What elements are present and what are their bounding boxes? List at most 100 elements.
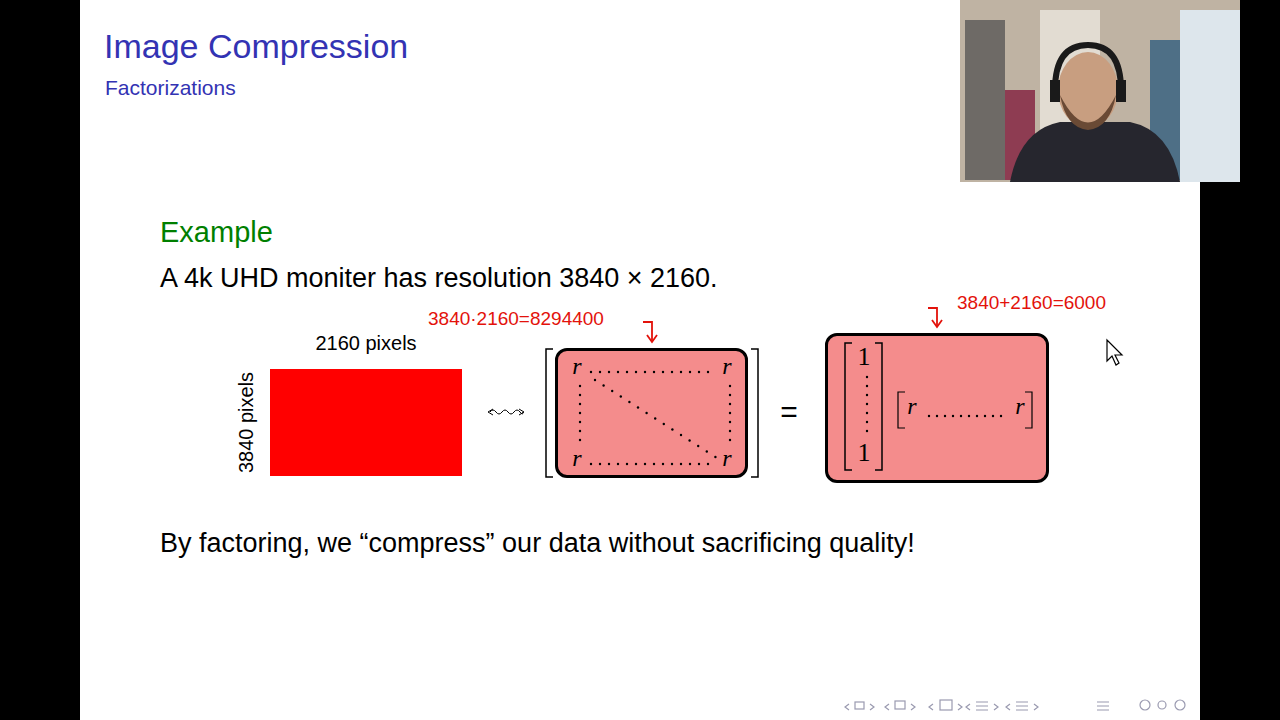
dotted-line: [729, 385, 731, 387]
dotted-line: [608, 371, 610, 373]
body-text: A 4k UHD moniter has resolution 3840 × 2…: [160, 263, 718, 294]
dotted-line: [662, 371, 664, 373]
dotted-line: [706, 450, 708, 452]
vector-entry: r: [1015, 393, 1024, 421]
vector-bracket: [1025, 392, 1032, 428]
dotted-line: [653, 371, 655, 373]
dotted-line: [579, 412, 581, 414]
dotted-line: [707, 463, 709, 465]
matrix-entry: r: [722, 445, 731, 473]
matrix-entry: r: [572, 445, 581, 473]
vector-entry: r: [907, 393, 916, 421]
dotted-line: [866, 421, 868, 423]
vector-bracket: [875, 343, 882, 470]
width-dimension: 2160 pixels: [315, 332, 416, 355]
dotted-line: [976, 415, 978, 417]
equals-sign: =: [780, 395, 798, 430]
dotted-line: [594, 379, 596, 381]
dotted-line: [936, 415, 938, 417]
dotted-line: [689, 371, 691, 373]
dotted-line: [928, 415, 930, 417]
dotted-line: [944, 415, 946, 417]
mouse-cursor: [1107, 340, 1122, 365]
vector-entry: 1: [858, 342, 871, 372]
example-heading: Example: [160, 216, 273, 249]
dotted-line: [729, 421, 731, 423]
dotted-line: [866, 430, 868, 432]
dotted-line: [671, 428, 673, 430]
dotted-line: [698, 463, 700, 465]
slide-background: [80, 0, 1200, 720]
dotted-line: [645, 412, 647, 414]
dotted-line: [984, 415, 986, 417]
dotted-line: [644, 463, 646, 465]
dotted-line: [714, 456, 716, 458]
dotted-line: [626, 463, 628, 465]
dotted-line: [579, 430, 581, 432]
box-decoration: [555, 348, 748, 478]
matrix-box: r r r r: [555, 348, 748, 478]
dotted-line: [1000, 415, 1002, 417]
dotted-line: [968, 415, 970, 417]
dotted-line: [671, 371, 673, 373]
dotted-line: [653, 463, 655, 465]
factor-box: 1 1 r r: [825, 333, 1049, 483]
product-annotation: 3840·2160=8294400: [428, 308, 604, 330]
dotted-line: [697, 445, 699, 447]
pixel-image: [270, 369, 462, 476]
dotted-line: [866, 385, 868, 387]
dotted-line: [729, 394, 731, 396]
dotted-line: [680, 371, 682, 373]
dotted-line: [952, 415, 954, 417]
dotted-line: [599, 371, 601, 373]
dotted-line: [663, 423, 665, 425]
dotted-line: [611, 390, 613, 392]
dotted-line: [866, 412, 868, 414]
dotted-line: [866, 376, 868, 378]
matrix-entry: r: [722, 353, 731, 381]
dotted-line: [617, 463, 619, 465]
dotted-line: [637, 406, 639, 408]
dotted-line: [590, 371, 592, 373]
height-dimension: 3840 pixels: [236, 371, 259, 472]
webcam-feed: [960, 0, 1240, 182]
vector-bracket: [845, 343, 852, 470]
navigation-icons: [845, 700, 1185, 710]
dotted-line: [635, 463, 637, 465]
dotted-line: [635, 371, 637, 373]
dotted-line: [729, 430, 731, 432]
dotted-line: [688, 439, 690, 441]
dotted-line: [680, 463, 682, 465]
matrix-entry: r: [572, 353, 581, 381]
dotted-line: [644, 371, 646, 373]
dotted-line: [579, 394, 581, 396]
dotted-line: [626, 371, 628, 373]
body-text: By factoring, we “compress” our data wit…: [160, 528, 915, 559]
dotted-line: [608, 463, 610, 465]
dotted-line: [698, 371, 700, 373]
slide-subtitle: Factorizations: [105, 76, 236, 100]
dotted-line: [599, 463, 601, 465]
dotted-line: [707, 371, 709, 373]
dotted-line: [590, 463, 592, 465]
dotted-line: [628, 401, 630, 403]
dotted-line: [866, 394, 868, 396]
dotted-line: [579, 385, 581, 387]
dotted-line: [866, 403, 868, 405]
dotted-line: [662, 463, 664, 465]
sum-annotation: 3840+2160=6000: [957, 292, 1106, 314]
dotted-line: [654, 417, 656, 419]
matrix-bracket: [546, 349, 758, 477]
dotted-line: [729, 439, 731, 441]
squiggle-arrow: [488, 409, 524, 415]
vector-entry: 1: [858, 438, 871, 468]
dotted-line: [579, 439, 581, 441]
dotted-line: [729, 412, 731, 414]
vector-bracket: [898, 392, 905, 428]
dotted-line: [602, 384, 604, 386]
dotted-line: [579, 421, 581, 423]
dotted-line: [680, 434, 682, 436]
dotted-line: [960, 415, 962, 417]
dotted-line: [689, 463, 691, 465]
